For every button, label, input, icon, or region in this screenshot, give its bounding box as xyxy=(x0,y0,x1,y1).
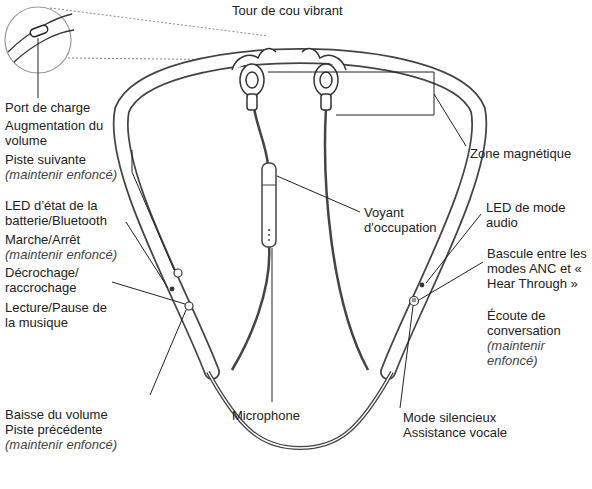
part-label: Mode silencieux xyxy=(403,410,533,425)
part-label: LED de mode audio xyxy=(486,200,586,230)
part-label: Bascule entre les modes ANC et « Hear Th… xyxy=(487,246,587,291)
part-label: Microphone xyxy=(232,408,322,423)
part-label: Port de charge xyxy=(5,100,125,115)
hint-note: (maintenir enfoncé) xyxy=(5,167,125,182)
part-label: Écoute de conversation xyxy=(487,308,587,338)
part-label: Lecture/Pause de la musique xyxy=(5,300,115,330)
leader-lines xyxy=(112,72,483,408)
hint-note: (maintenir enfoncé) xyxy=(487,338,587,368)
earbud-cables xyxy=(232,108,368,370)
hint-note: (maintenir enfoncé) xyxy=(5,437,135,452)
part-label: Marche/Arrêt xyxy=(5,232,125,247)
part-label: Voyant d'occupation xyxy=(364,205,464,235)
buttons xyxy=(170,269,424,310)
part-label: Assistance vocale xyxy=(403,425,533,440)
part-label: Augmentation du volume xyxy=(5,118,115,148)
hint-note: (maintenir enfoncé) xyxy=(5,247,125,262)
part-label: Décrochage/ raccrochage xyxy=(5,265,105,295)
part-label: Piste précédente xyxy=(5,422,135,437)
neckband xyxy=(121,56,480,448)
earbuds xyxy=(232,49,346,110)
part-label: Baisse du volume xyxy=(5,407,135,422)
part-label: Piste suivante xyxy=(5,152,125,167)
part-label: LED d’état de la batterie/Bluetooth xyxy=(5,198,130,228)
part-label: Zone magnétique xyxy=(470,146,580,161)
part-label: Tour de cou vibrant xyxy=(232,3,382,18)
